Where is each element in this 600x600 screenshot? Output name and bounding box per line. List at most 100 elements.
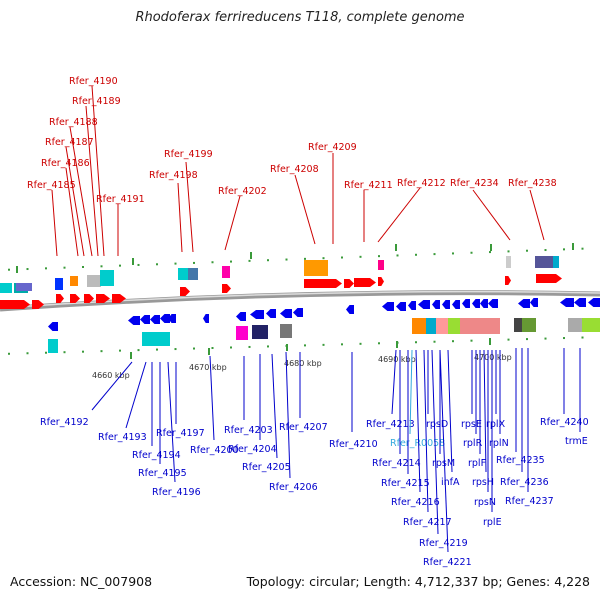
- scale-dot: [341, 343, 343, 346]
- scale-dot: [563, 337, 565, 340]
- rev-feature-box: [142, 332, 170, 346]
- forward-leader-line: [51, 189, 58, 257]
- scale-dot: [26, 268, 29, 271]
- reverse-gene-label: Rfer_4240: [540, 417, 589, 428]
- forward-gene-label: Rfer_4208: [270, 164, 319, 175]
- reverse-gene-arrow: [408, 301, 416, 310]
- scale-dot: [415, 341, 417, 344]
- reverse-gene-label: Rfer_4236: [500, 477, 549, 488]
- page-title: Rhodoferax ferrireducens T118, complete …: [135, 10, 465, 25]
- major-tick: [396, 341, 398, 348]
- reverse-gene-arrow: [560, 298, 574, 307]
- scale-dot: [119, 264, 121, 267]
- forward-gene-label: Rfer_4185: [27, 180, 76, 191]
- reverse-gene-label: Rfer_4206: [269, 482, 318, 493]
- scale-dot: [137, 263, 140, 266]
- reverse-gene-arrow: [346, 305, 354, 314]
- reverse-gene-label: rpsD: [426, 419, 448, 430]
- reverse-gene-label: Rfer_4213: [366, 419, 415, 430]
- reverse-gene-label: Rfer_4216: [391, 497, 440, 508]
- forward-gene-label: Rfer_4234: [450, 178, 499, 189]
- forward-leader-line: [69, 126, 93, 257]
- forward-gene-label: Rfer_4188: [49, 117, 98, 128]
- reverse-gene-arrow: [574, 298, 586, 307]
- scale-dot: [507, 338, 510, 341]
- reverse-gene-label: Rfer_4205: [242, 462, 291, 473]
- reverse-gene-arrow: [488, 299, 498, 308]
- forward-leader-line: [472, 189, 511, 241]
- reverse-gene-arrow: [472, 299, 480, 308]
- forward-gene-arrow: [304, 279, 342, 288]
- forward-gene-arrow: [84, 294, 94, 303]
- reverse-gene-label: Rfer_4197: [156, 428, 205, 439]
- reverse-gene-label: rplF: [468, 458, 486, 469]
- reverse-gene-arrow: [432, 300, 440, 309]
- reverse-leader-line: [423, 349, 429, 513]
- scale-dot: [396, 254, 399, 257]
- fwd-feature-box: [55, 278, 63, 290]
- tick-label: 4680 kbp: [284, 359, 322, 368]
- reverse-leader-line: [91, 361, 133, 411]
- scale-dot: [8, 352, 10, 355]
- fwd-feature-box: [100, 270, 114, 286]
- reverse-gene-label: rpsE: [461, 419, 482, 430]
- major-tick: [16, 266, 18, 273]
- scale-dot: [26, 352, 29, 355]
- major-tick: [490, 244, 492, 251]
- major-tick: [130, 352, 132, 359]
- reverse-gene-label: Rfer_4195: [138, 468, 187, 479]
- scale-dot: [304, 257, 306, 260]
- reverse-gene-arrow: [168, 314, 176, 323]
- scale-dot: [341, 256, 343, 259]
- reverse-gene-arrow: [128, 316, 140, 325]
- forward-leader-line: [177, 182, 183, 253]
- fwd-feature-box: [535, 256, 555, 268]
- scale-dot: [581, 247, 584, 250]
- forward-gene-arrow: [14, 300, 24, 309]
- major-tick: [250, 252, 252, 259]
- forward-gene-arrow: [70, 294, 80, 303]
- tick-label: 4690 kbp: [378, 355, 416, 364]
- reverse-gene-label: rplN: [489, 438, 509, 449]
- scale-dot: [267, 259, 269, 262]
- scale-dot: [174, 262, 177, 265]
- scale-dot: [63, 266, 66, 269]
- reverse-gene-arrow: [452, 300, 460, 309]
- fwd-feature-box: [188, 268, 198, 280]
- reverse-leader-line: [415, 349, 421, 493]
- fwd-feature-box: [553, 256, 559, 268]
- reverse-gene-arrow: [293, 308, 303, 317]
- scale-dot: [100, 265, 103, 268]
- scale-dot: [452, 340, 454, 343]
- forward-leader-line: [377, 187, 421, 243]
- reverse-gene-arrow: [462, 299, 470, 308]
- reverse-gene-label: rplX: [486, 419, 506, 430]
- scale-dot: [100, 350, 103, 353]
- tick-label: 4670 kbp: [189, 363, 227, 372]
- reverse-gene-label: infA: [441, 477, 460, 488]
- scale-dot: [82, 265, 84, 268]
- forward-gene-arrow: [536, 274, 562, 283]
- reverse-gene-label: Rfer_4200: [190, 445, 239, 456]
- fwd-feature-box: [87, 275, 101, 287]
- reverse-gene-label: Rfer_4235: [496, 455, 545, 466]
- rev-feature-box: [48, 339, 58, 353]
- forward-gene-arrow: [354, 278, 376, 287]
- rev-feature-box: [436, 318, 448, 334]
- genome-summary-text: Topology: circular; Length: 4,712,337 bp…: [246, 574, 590, 589]
- reverse-gene-label: Rfer_4214: [372, 458, 421, 469]
- reverse-gene-label: Rfer_4193: [98, 432, 147, 443]
- reverse-gene-arrow: [480, 299, 488, 308]
- rev-feature-box: [252, 325, 268, 339]
- forward-gene-label: Rfer_4209: [308, 142, 357, 153]
- forward-gene-arrow: [378, 277, 384, 286]
- scale-dot: [248, 345, 251, 348]
- reverse-leader-line: [431, 349, 439, 535]
- forward-leader-line: [65, 146, 85, 257]
- forward-gene-arrow: [344, 279, 354, 288]
- rev-feature-box: [280, 324, 292, 338]
- major-tick: [132, 258, 134, 265]
- reverse-gene-arrow: [588, 298, 600, 307]
